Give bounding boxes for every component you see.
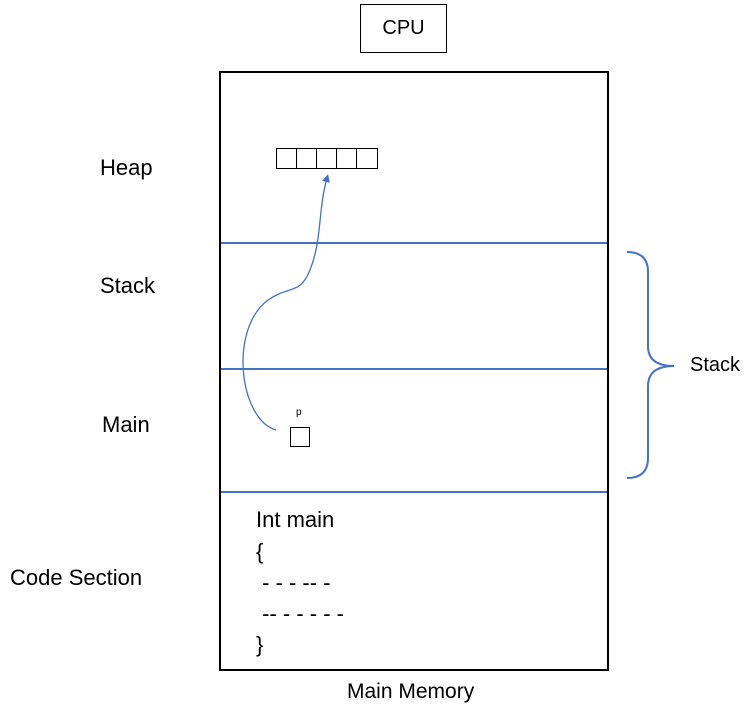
stack-brace-label: Stack <box>690 354 741 376</box>
heap-array <box>276 148 378 169</box>
code-line: } <box>256 632 264 657</box>
main-memory-box <box>219 71 609 671</box>
main-label: Main <box>102 412 150 437</box>
cpu-box: CPU <box>360 4 447 53</box>
main-memory-caption: Main Memory <box>347 680 475 703</box>
heap-array-cell <box>297 149 317 168</box>
code-section-label: Code Section <box>10 565 143 590</box>
stack-brace <box>626 251 675 479</box>
stack-main-divider <box>221 368 607 370</box>
code-line: { <box>256 539 264 564</box>
main-code-divider <box>221 491 607 493</box>
pointer-label: p <box>296 407 302 418</box>
heap-array-cell <box>337 149 357 168</box>
heap-label: Heap <box>100 155 153 180</box>
cpu-label: CPU <box>382 17 425 39</box>
code-line: -- - - - - - <box>256 601 344 626</box>
pointer-arrow <box>242 174 330 431</box>
stack-label: Stack <box>100 273 156 298</box>
code-line: Int main <box>256 507 335 532</box>
heap-array-cell <box>277 149 297 168</box>
heap-stack-divider <box>221 242 607 244</box>
pointer-variable-box <box>290 427 310 447</box>
heap-array-cell <box>317 149 337 168</box>
code-line: - - - -- - <box>256 570 331 595</box>
